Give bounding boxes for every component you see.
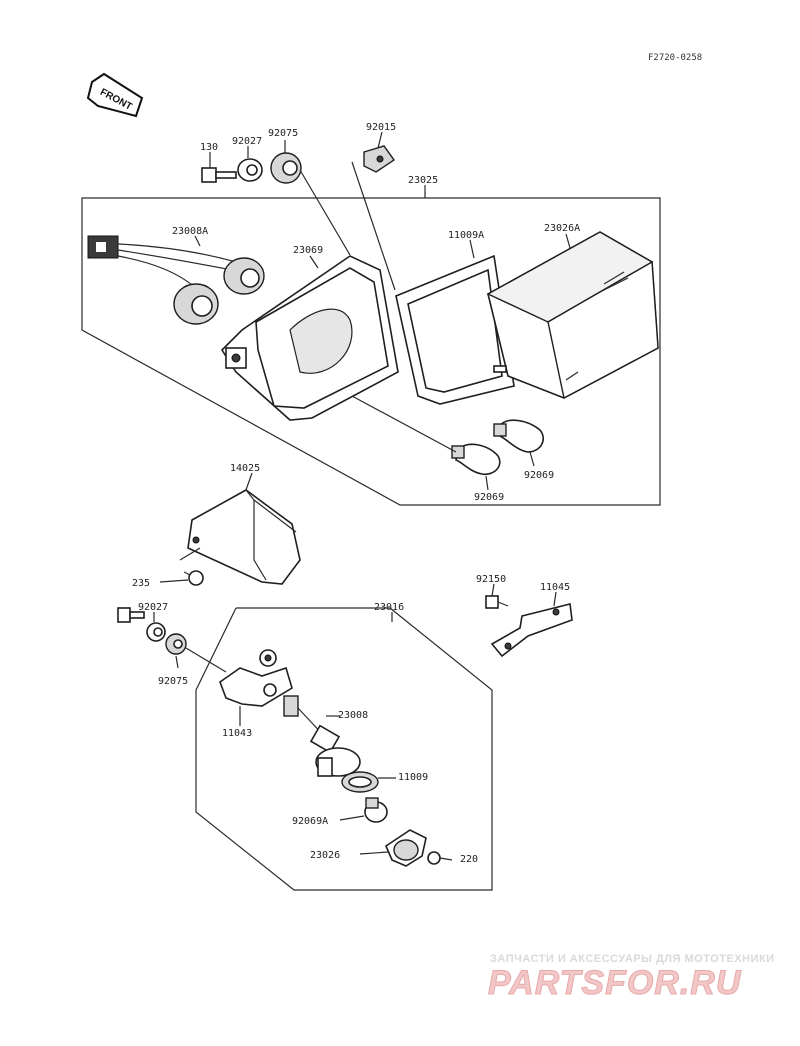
washer-92027-top — [237, 158, 263, 182]
leader-92069A — [339, 815, 365, 821]
bulb-92069-left — [451, 443, 501, 476]
socket-23008 — [283, 695, 361, 777]
label-92015: 92015 — [366, 122, 396, 133]
label-92027-bottom: 92027 — [138, 602, 168, 613]
bracket-11043 — [219, 649, 293, 707]
leader-14025 — [245, 472, 253, 491]
label-92075-bottom: 92075 — [158, 676, 188, 687]
front-arrow-icon: FRONT — [86, 72, 144, 118]
leader-92075-bottom — [175, 655, 179, 669]
label-23069: 23069 — [293, 245, 323, 256]
leader-92069-left — [485, 475, 489, 491]
label-235: 235 — [132, 578, 150, 589]
leader-92015-housing — [351, 161, 396, 291]
label-11009A: 11009A — [448, 230, 484, 241]
watermark-brand: PARTSFOR.RU — [488, 964, 742, 1002]
label-130-top: 130 — [200, 142, 218, 153]
bulb-92069-right — [493, 419, 544, 453]
label-92069A: 92069A — [292, 816, 328, 827]
label-11043: 11043 — [222, 728, 252, 739]
lens-23026 — [385, 829, 427, 867]
leader-92150 — [491, 583, 495, 597]
bolt-92150 — [485, 595, 509, 609]
leader-bulb-housing — [351, 395, 457, 453]
assembly-23025-outline — [81, 197, 661, 506]
leader-grommet-housing — [299, 169, 351, 256]
label-92069-left: 92069 — [474, 492, 504, 503]
gasket-11009 — [341, 771, 379, 793]
bolt-130-top — [201, 167, 237, 183]
leader-92015 — [377, 131, 383, 149]
leader-92069-right — [529, 451, 535, 467]
leader-11045 — [553, 591, 557, 607]
bracket-11045 — [490, 603, 573, 658]
label-23016: 23016 — [374, 602, 404, 613]
assembly-23016-outline — [195, 607, 493, 891]
leader-23069 — [309, 255, 319, 269]
label-11009: 11009 — [398, 772, 428, 783]
leader-235-cover — [179, 547, 201, 561]
leader-grommet-bracket — [185, 647, 227, 673]
label-23025: 23025 — [408, 175, 438, 186]
label-92027-top: 92027 — [232, 136, 262, 147]
washer-92027-bottom — [146, 622, 166, 642]
watermark: ЗАПЧАСТИ И АКСЕССУАРЫ ДЛЯ МОТОТЕХНИКИ PA… — [488, 953, 775, 1003]
watermark-tagline: ЗАПЧАСТИ И АКСЕССУАРЫ ДЛЯ МОТОТЕХНИКИ — [490, 953, 775, 965]
label-23026A: 23026A — [544, 223, 580, 234]
gasket-11009A — [395, 254, 515, 405]
grommet-92075-top — [270, 152, 302, 184]
leader-11009A — [469, 239, 475, 259]
grommet-92075-bottom — [165, 633, 187, 655]
label-220: 220 — [460, 854, 478, 865]
housing-23069 — [220, 255, 399, 421]
label-14025: 14025 — [230, 463, 260, 474]
bolt-130-bottom — [117, 607, 145, 623]
bulb-92069A — [364, 797, 388, 823]
label-23008A: 23008A — [172, 226, 208, 237]
cover-14025 — [187, 489, 301, 585]
label-11045: 11045 — [540, 582, 570, 593]
lens-23026A — [486, 231, 659, 400]
label-92069-right: 92069 — [524, 470, 554, 481]
leader-23026 — [359, 851, 389, 855]
screw-220 — [427, 851, 453, 865]
leader-23008A — [194, 235, 201, 247]
wiring-harness-23008A — [87, 235, 265, 325]
screw-235 — [183, 570, 204, 586]
clip-nut-92015 — [363, 145, 395, 173]
label-23026: 23026 — [310, 850, 340, 861]
reference-code: F2720-0258 — [648, 53, 702, 63]
leader-23026A — [565, 233, 571, 249]
label-92075-top: 92075 — [268, 128, 298, 139]
label-92150: 92150 — [476, 574, 506, 585]
leader-235 — [159, 579, 189, 583]
label-23008: 23008 — [338, 710, 368, 721]
